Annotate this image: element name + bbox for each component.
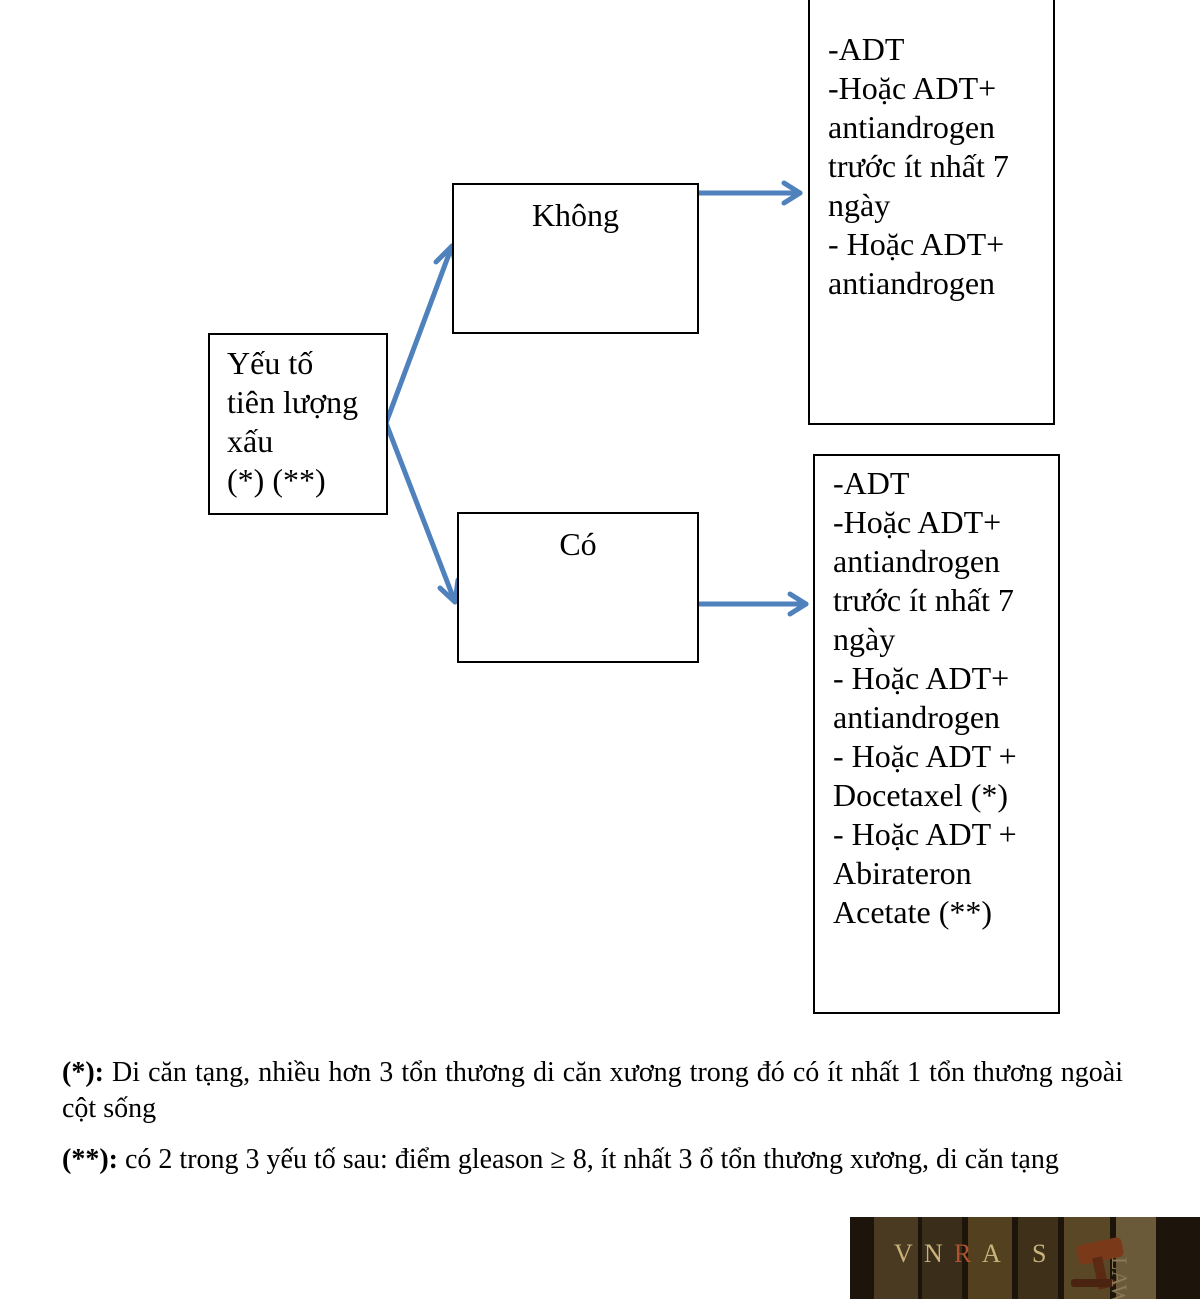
logo-book (1018, 1217, 1058, 1299)
box-text-line: Acetate (**) (833, 894, 993, 930)
logo-book (968, 1217, 1012, 1299)
treatment-yes-box (813, 454, 1060, 1014)
box-text-line: - Hoặc ADT + (833, 738, 1017, 774)
box-text-line: trước ít nhất 7 (833, 582, 1014, 618)
box-text-line: antiandrogen (828, 109, 996, 145)
arrowhead-yes-to-treatment (787, 591, 809, 617)
box-text-line: ngày (833, 621, 896, 657)
treatment-no-box (808, 0, 1055, 425)
root-box (208, 333, 388, 515)
footnote-2: (**): có 2 trong 3 yếu tố sau: điểm glea… (62, 1142, 1123, 1178)
footnote-1-marker: (*): (62, 1057, 104, 1088)
vnras-law-logo: V N R A S LAW (850, 1217, 1200, 1299)
box-text-line: - Hoặc ADT+ (828, 226, 1005, 262)
box-text-line: -ADT (828, 31, 905, 67)
branch-yes-label: Có (559, 526, 597, 562)
logo-book (922, 1217, 962, 1299)
logo-letter: R (954, 1239, 973, 1268)
footnote-1-text: Di căn tạng, nhiều hơn 3 tổn thương di c… (62, 1057, 1124, 1124)
logo-letter: N (924, 1239, 944, 1268)
box-text-line: antiandrogen (833, 699, 1001, 735)
box-text-line: Abirateron (833, 855, 972, 891)
box-text-line: -Hoặc ADT+ (833, 504, 1002, 540)
footnote-1: (*): Di căn tạng, nhiều hơn 3 tổn thương… (62, 1055, 1123, 1127)
logo-book (1116, 1217, 1156, 1299)
arrow-group (383, 180, 809, 617)
logo-law-text: LAW (1107, 1257, 1132, 1299)
box-text-line: xấu (227, 423, 274, 459)
gavel-icon (1071, 1237, 1124, 1290)
arrowhead-no-to-treatment (781, 180, 803, 206)
box-text-line: ngày (828, 187, 891, 223)
box-text-line: - Hoặc ADT+ (833, 660, 1010, 696)
footnote-2-marker: (**): (62, 1144, 118, 1175)
box-text-line: -ADT (833, 465, 910, 501)
logo-letter: S (1032, 1239, 1048, 1268)
branch-yes-box: Có (457, 512, 699, 663)
branch-no-label: Không (531, 197, 620, 233)
branch-no-box: Không (452, 183, 699, 334)
box-text-line: Docetaxel (*) (833, 777, 1009, 813)
box-text-line: (*) (**) (227, 462, 326, 498)
footnote-2-text: có 2 trong 3 yếu tố sau: điểm gleason ≥ … (124, 1144, 1059, 1175)
box-text-line: tiên lượng (227, 384, 359, 420)
box-text-line: antiandrogen (833, 543, 1001, 579)
logo-book (874, 1217, 918, 1299)
box-text-line: trước ít nhất 7 (828, 148, 1009, 184)
box-text-line: - Hoặc ADT + (833, 816, 1017, 852)
arrow-root-to-no (383, 243, 455, 426)
box-text-line: Yếu tố (227, 345, 314, 381)
logo-letter: A (982, 1239, 1002, 1268)
logo-letter: V (894, 1239, 914, 1268)
arrow-root-to-yes (383, 420, 458, 605)
box-text-line: antiandrogen (828, 265, 996, 301)
box-text-line: -Hoặc ADT+ (828, 70, 997, 106)
